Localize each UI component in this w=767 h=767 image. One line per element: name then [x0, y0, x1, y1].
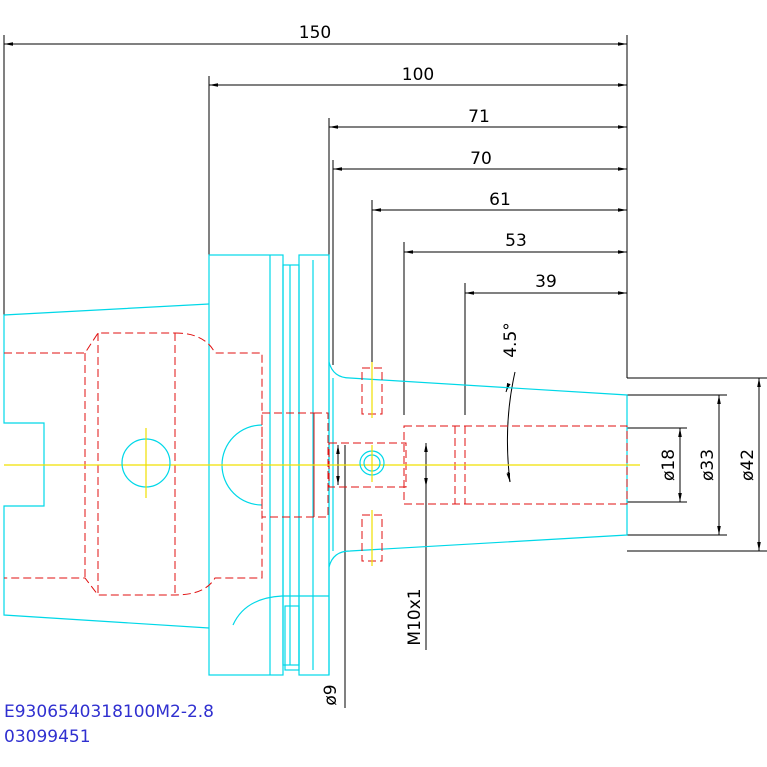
- dimension-dia33: ø33: [698, 449, 718, 481]
- horizontal-dimensions: 150 100 71 70 61 53 39: [4, 23, 627, 295]
- lower-cutout-arc: [232, 595, 329, 626]
- dimension-dia42: ø42: [738, 449, 758, 481]
- diameter-dimensions: ø18 ø33 ø42: [659, 378, 761, 551]
- dimension-61: 61: [489, 190, 511, 210]
- dimension-70: 70: [470, 149, 492, 169]
- angle-dimension: 4.5°: [501, 322, 521, 483]
- part-code: E9306540318100M2-2.8: [4, 702, 214, 722]
- dimension-dia9: ø9: [321, 684, 341, 705]
- lower-slot: [284, 605, 300, 671]
- dimension-100: 100: [402, 65, 434, 85]
- dimension-dia18: ø18: [659, 449, 679, 481]
- tool-bore: [403, 425, 628, 505]
- leader-dimensions: ø9 M10x1: [321, 443, 428, 708]
- center-lines: [4, 362, 640, 566]
- angle-arrow-top: [505, 382, 511, 393]
- dimension-53: 53: [505, 231, 527, 251]
- dimension-39: 39: [535, 272, 557, 292]
- angle-arrow-bottom: [506, 471, 511, 483]
- hidden-lines: [4, 332, 628, 596]
- dimension-angle: 4.5°: [501, 322, 521, 358]
- dimension-71: 71: [468, 107, 490, 127]
- dimension-150: 150: [299, 23, 331, 43]
- bore-outline: [4, 332, 263, 596]
- part-number: 03099451: [4, 727, 91, 747]
- dimension-thread: M10x1: [405, 588, 425, 645]
- extension-lines: [3, 35, 767, 552]
